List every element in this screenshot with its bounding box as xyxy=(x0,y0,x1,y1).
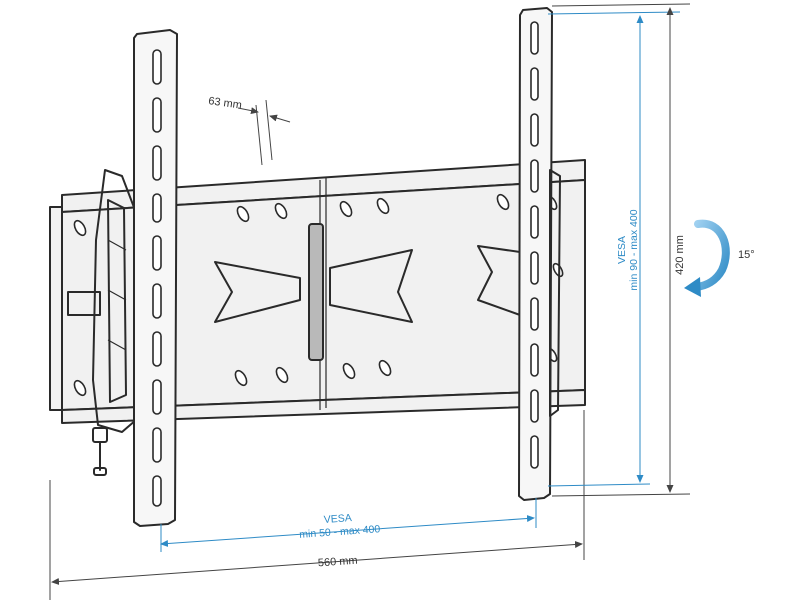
vesa-width-range: min 50 - max 400 xyxy=(299,523,381,541)
vesa-width-title: VESA xyxy=(323,512,352,526)
curved-arrow-icon xyxy=(684,219,730,297)
spacing-label: 63 mm xyxy=(208,95,243,112)
spacing-dimension: 63 mm xyxy=(208,95,291,166)
vesa-height-dimension: VESA min 90 - max 400 xyxy=(547,11,681,487)
left-vertical-rail xyxy=(133,29,178,527)
tilt-indicator: 15° xyxy=(684,219,755,297)
vesa-height-range: min 90 - max 400 xyxy=(628,209,640,290)
tilt-bracket xyxy=(92,169,137,476)
overall-width-label: 560 mm xyxy=(318,555,358,570)
wall-plate xyxy=(49,159,586,424)
vesa-height-title: VESA xyxy=(616,236,628,264)
vesa-width-dimension: VESA min 50 - max 400 xyxy=(160,498,537,552)
right-vertical-rail xyxy=(518,7,561,501)
overall-height-dimension: 420 mm xyxy=(551,3,691,497)
overall-width-dimension: 560 mm xyxy=(49,410,585,600)
tilt-angle-label: 15° xyxy=(738,249,755,261)
overall-height-label: 420 mm xyxy=(674,235,686,275)
